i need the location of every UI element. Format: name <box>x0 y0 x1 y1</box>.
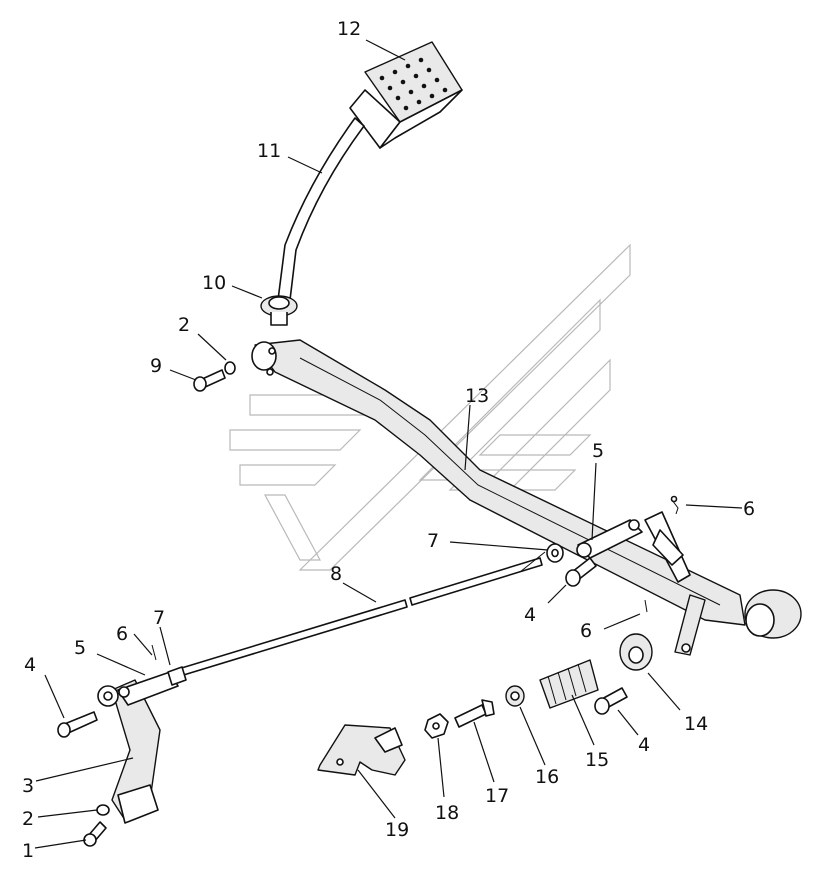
cotter-right-mid <box>644 599 648 613</box>
nut-18 <box>424 713 449 739</box>
pin-middle <box>565 557 597 587</box>
clevis-left <box>117 671 179 706</box>
cotter-right-top <box>670 495 679 515</box>
callout-4-middle: 4 <box>524 604 536 626</box>
bolt-17 <box>454 699 495 728</box>
nut-right <box>546 543 564 563</box>
callout-6-left: 6 <box>116 623 128 645</box>
leader-lines <box>34 39 743 849</box>
callout-5-right: 5 <box>592 440 604 462</box>
callout-labels: 12 11 10 2 9 13 5 6 7 8 4 6 7 6 5 4 14 4… <box>22 18 755 862</box>
callout-2-top: 2 <box>178 314 190 336</box>
callout-16: 16 <box>535 766 559 788</box>
callout-14: 14 <box>684 713 708 735</box>
clevis-right <box>576 519 643 559</box>
callout-7-right: 7 <box>427 530 439 552</box>
callout-12: 12 <box>337 18 361 40</box>
callout-3: 3 <box>22 775 34 797</box>
pedal-pad <box>349 41 463 149</box>
callout-15: 15 <box>585 749 609 771</box>
pedal-arm <box>277 117 365 301</box>
connecting-rod <box>174 551 546 678</box>
pin-bottom <box>594 687 628 715</box>
callout-4-bottom: 4 <box>638 734 650 756</box>
pin-left <box>57 711 98 738</box>
callout-17: 17 <box>485 785 509 807</box>
bracket-19 <box>317 724 406 776</box>
cotter-left <box>151 644 157 661</box>
callout-9: 9 <box>150 355 162 377</box>
nut-left <box>167 666 187 686</box>
bolt-top <box>193 369 226 392</box>
callout-5-left: 5 <box>74 637 86 659</box>
spring <box>539 659 599 709</box>
callout-18: 18 <box>435 802 459 824</box>
callout-19: 19 <box>385 819 409 841</box>
callout-10: 10 <box>202 272 226 294</box>
spring-cap <box>619 633 653 671</box>
callout-1: 1 <box>22 840 34 862</box>
callout-6-right-mid: 6 <box>580 620 592 642</box>
callout-11: 11 <box>257 140 281 162</box>
callout-4-left: 4 <box>24 654 36 676</box>
main-shaft <box>251 339 802 639</box>
bolt-left <box>83 821 107 847</box>
callout-8: 8 <box>330 563 342 585</box>
washer-16 <box>505 685 525 707</box>
callout-7-left: 7 <box>153 607 165 629</box>
arm-boss <box>260 295 298 326</box>
callout-6-right-top: 6 <box>743 498 755 520</box>
callout-2-bottom: 2 <box>22 808 34 830</box>
washer-top <box>224 361 236 375</box>
callout-13: 13 <box>465 385 489 407</box>
washer-left <box>96 804 110 816</box>
shaft-lever <box>644 511 706 656</box>
